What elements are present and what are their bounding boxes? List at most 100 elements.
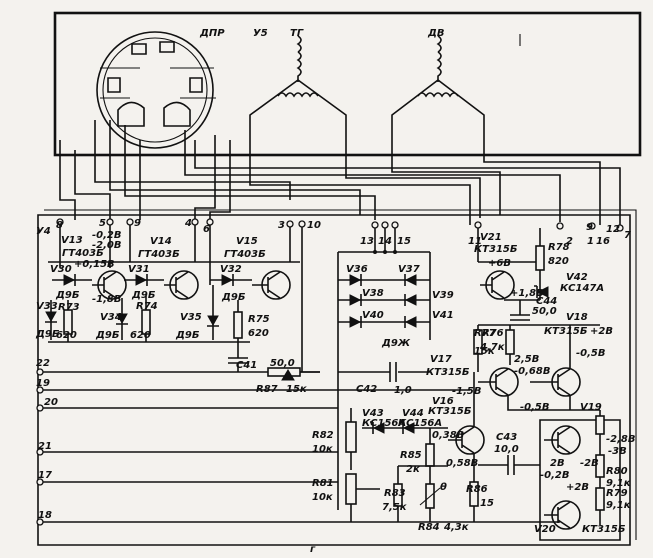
- zener-v43: [370, 421, 385, 434]
- resistor-r85: [425, 443, 435, 467]
- resistor-r75: [233, 311, 243, 339]
- block-tg-label: ТГ: [290, 28, 304, 39]
- diode-bridge-d9zh: V36 V37 V38 V39 V40 V41 Д9Ж C42 1,0: [337, 228, 454, 510]
- block-u5: ДПР У5 ТГ ДВ: [53, 11, 642, 157]
- label-r86v: 15: [480, 498, 494, 509]
- label-v30: V30: [50, 264, 72, 275]
- label-r73: R73: [58, 302, 80, 313]
- diode-v40: [349, 316, 362, 328]
- label-m02b: -0,2В: [540, 470, 570, 481]
- label-v16-v: -1,5В: [452, 386, 482, 397]
- label-v36: V36: [346, 264, 368, 275]
- cable-harness: [59, 120, 621, 228]
- label-r79v: 9,1к: [606, 500, 631, 511]
- label-v33: V33: [36, 301, 58, 312]
- label-v13: V13: [61, 235, 83, 246]
- left-pins: 22 19 20 21 17 18: [36, 358, 58, 526]
- pin-label-1: 1: [587, 236, 594, 247]
- label-r74v: 620: [130, 330, 151, 341]
- diode-v33: [45, 300, 57, 340]
- label-c44: C44: [536, 296, 557, 307]
- label-r87v: 15к: [286, 384, 307, 395]
- pin-1: [616, 224, 624, 232]
- label-d9b-6: Д9Б: [175, 330, 200, 341]
- label-m38v: -3В: [608, 446, 627, 457]
- diode-v41: [404, 316, 417, 328]
- label-v44-type: КС156А: [398, 418, 442, 429]
- label-v13-v1: -0,2В: [92, 230, 122, 241]
- label-c42v: 1,0: [394, 385, 412, 396]
- stage-v13-v15: V13 -0,2В -2,0В +0,15В ГТ403Б V14 ГТ403Б…: [35, 225, 320, 395]
- dpr-sensor: [96, 31, 216, 149]
- label-r78: R78: [548, 242, 570, 253]
- pin-label-19: 19: [36, 378, 50, 389]
- label-v21-type: КТ315Б: [474, 244, 518, 255]
- label-p058v: 0,58В: [446, 458, 478, 469]
- pin-label-17: 17: [38, 470, 52, 481]
- zener-v42: [534, 285, 549, 298]
- label-r73v: 620: [56, 330, 77, 341]
- label-c43v: 10,0: [494, 444, 519, 455]
- pin-label-4: 4: [184, 218, 192, 229]
- block-dpr-label: ДПР: [199, 28, 225, 39]
- pin-label-9b: 9: [586, 222, 593, 233]
- label-r75v: 620: [248, 328, 269, 339]
- label-p2b-b: 2В: [550, 458, 565, 469]
- label-r83: R83: [384, 488, 406, 499]
- label-v16-type: КТ315Б: [428, 406, 472, 417]
- label-r80v: 9,1к: [606, 478, 631, 489]
- pin-label-12: 12: [606, 224, 620, 235]
- label-c41: C41: [236, 360, 257, 371]
- label-r85: R85: [400, 450, 422, 461]
- label-v13-v2: -2,0В: [92, 240, 122, 251]
- diode-v37: [404, 274, 417, 286]
- pin-22: [36, 368, 44, 376]
- pin-3: [286, 220, 294, 228]
- dv-winding: [391, 34, 521, 155]
- block-u4-label: У4: [36, 226, 51, 237]
- pin-5: [106, 218, 114, 226]
- label-v44: V44: [402, 408, 424, 419]
- label-m05v-a: -0,5В: [576, 348, 606, 359]
- zener-v44: [400, 421, 415, 434]
- pin-9a: [126, 218, 134, 226]
- label-v40: V40: [362, 310, 384, 321]
- label-v42-type: КС147А: [560, 283, 604, 294]
- resistor-r76: [505, 329, 515, 355]
- label-v38: V38: [362, 288, 384, 299]
- label-v18: V18: [566, 312, 588, 323]
- label-r82: R82: [312, 430, 334, 441]
- diode-v30: [52, 274, 92, 286]
- label-p2b-c: +2В: [566, 482, 589, 493]
- diode-v34: [116, 298, 128, 340]
- label-v15: V15: [236, 236, 258, 247]
- pin-11: [474, 221, 482, 229]
- diode-v32: [210, 274, 252, 286]
- label-c43: C43: [496, 432, 517, 443]
- label-v18-type: КТ315Б: [544, 326, 588, 337]
- resistor-r87: [267, 367, 301, 377]
- diode-v39: [404, 294, 417, 306]
- label-v20-type: КТ315Б: [582, 524, 626, 535]
- label-m28v: -2,8В: [606, 434, 636, 445]
- pin-4: [191, 218, 199, 226]
- label-m18v: -1,8В: [92, 294, 122, 305]
- label-d9b-5: Д9Б: [95, 330, 120, 341]
- label-v32: V32: [220, 264, 242, 275]
- pin-15: [391, 221, 399, 229]
- label-r78v: 820: [548, 256, 569, 267]
- label-r84v: 4,3к: [443, 522, 469, 533]
- label-r87: R87: [256, 384, 278, 395]
- pin-2: [556, 222, 564, 230]
- label-r76: R76: [482, 328, 504, 339]
- label-p6v: +6В: [488, 258, 511, 269]
- label-r80: R80: [606, 466, 628, 477]
- label-theta: θ: [440, 482, 447, 493]
- pin-label-3: 3: [278, 220, 285, 231]
- label-v43-type: КС156А: [362, 418, 406, 429]
- stage-v21: V21 КТ315Б +6В +1,8В R78 820 V42 КС147А …: [474, 228, 604, 321]
- label-v14-type: ГТ403Б: [138, 249, 180, 260]
- label-p25v: 2,5В: [514, 354, 539, 365]
- label-p068v: -0,68В: [514, 366, 550, 377]
